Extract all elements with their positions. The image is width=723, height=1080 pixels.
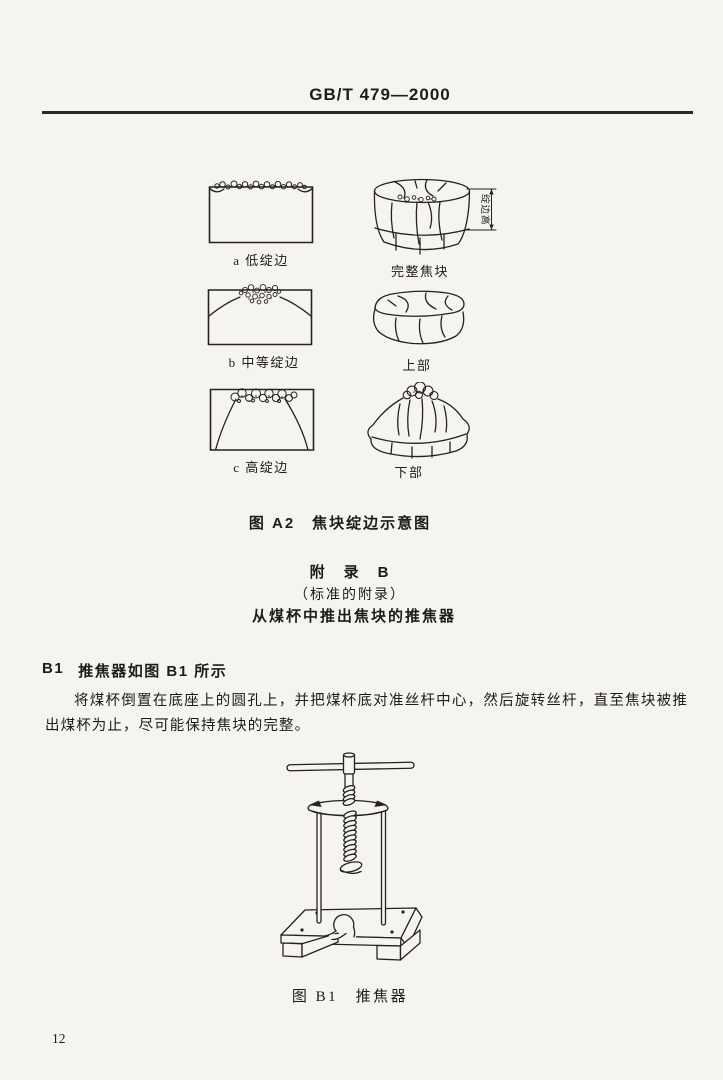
figure-a2-caption: 图 A2 焦块绽边示意图 [248, 515, 432, 532]
clause-b1-paragraph: 将煤杯倒置在底座上的圆孔上，并把煤杯底对准丝杆中心，然后旋转丝杆，直至焦块被推出… [45, 693, 688, 734]
label-low-edge: a 低绽边 [233, 253, 289, 268]
appendix-b-title: 附 录 B [309, 564, 391, 581]
page-number: 12 [52, 1031, 66, 1046]
drawing-upper-part [368, 286, 472, 348]
diagram-high-edge [209, 386, 315, 452]
standard-code: GB/T 479—2000 [309, 85, 451, 104]
label-lower-part: 下部 [394, 465, 424, 480]
clause-b1-number: B1 [42, 660, 65, 677]
drawing-coke-pusher [250, 750, 480, 965]
diagram-low-edge [208, 178, 314, 244]
clause-b1-text: 推焦器如图 B1 所示 [78, 663, 228, 680]
label-medium-edge: b 中等绽边 [228, 355, 300, 370]
dimension-label-edge-height: 绽边高 [479, 194, 491, 226]
header-rule [42, 111, 693, 114]
diagram-medium-edge [207, 282, 313, 346]
figure-b1-caption: 图 B1 推焦器 [291, 989, 409, 1005]
label-upper-part: 上部 [402, 358, 432, 373]
drawing-lower-part [362, 382, 474, 462]
label-high-edge: c 高绽边 [233, 460, 289, 475]
clause-b1-heading: B1 推焦器如图 B1 所示 [42, 660, 227, 681]
drawing-complete-coke-block: 绽边高 [370, 172, 500, 274]
appendix-b-subtitle: （标准的附录） [294, 588, 406, 603]
appendix-b-heading: 从煤杯中推出焦块的推焦器 [251, 608, 456, 625]
label-complete-coke-block: 完整焦块 [390, 264, 449, 279]
